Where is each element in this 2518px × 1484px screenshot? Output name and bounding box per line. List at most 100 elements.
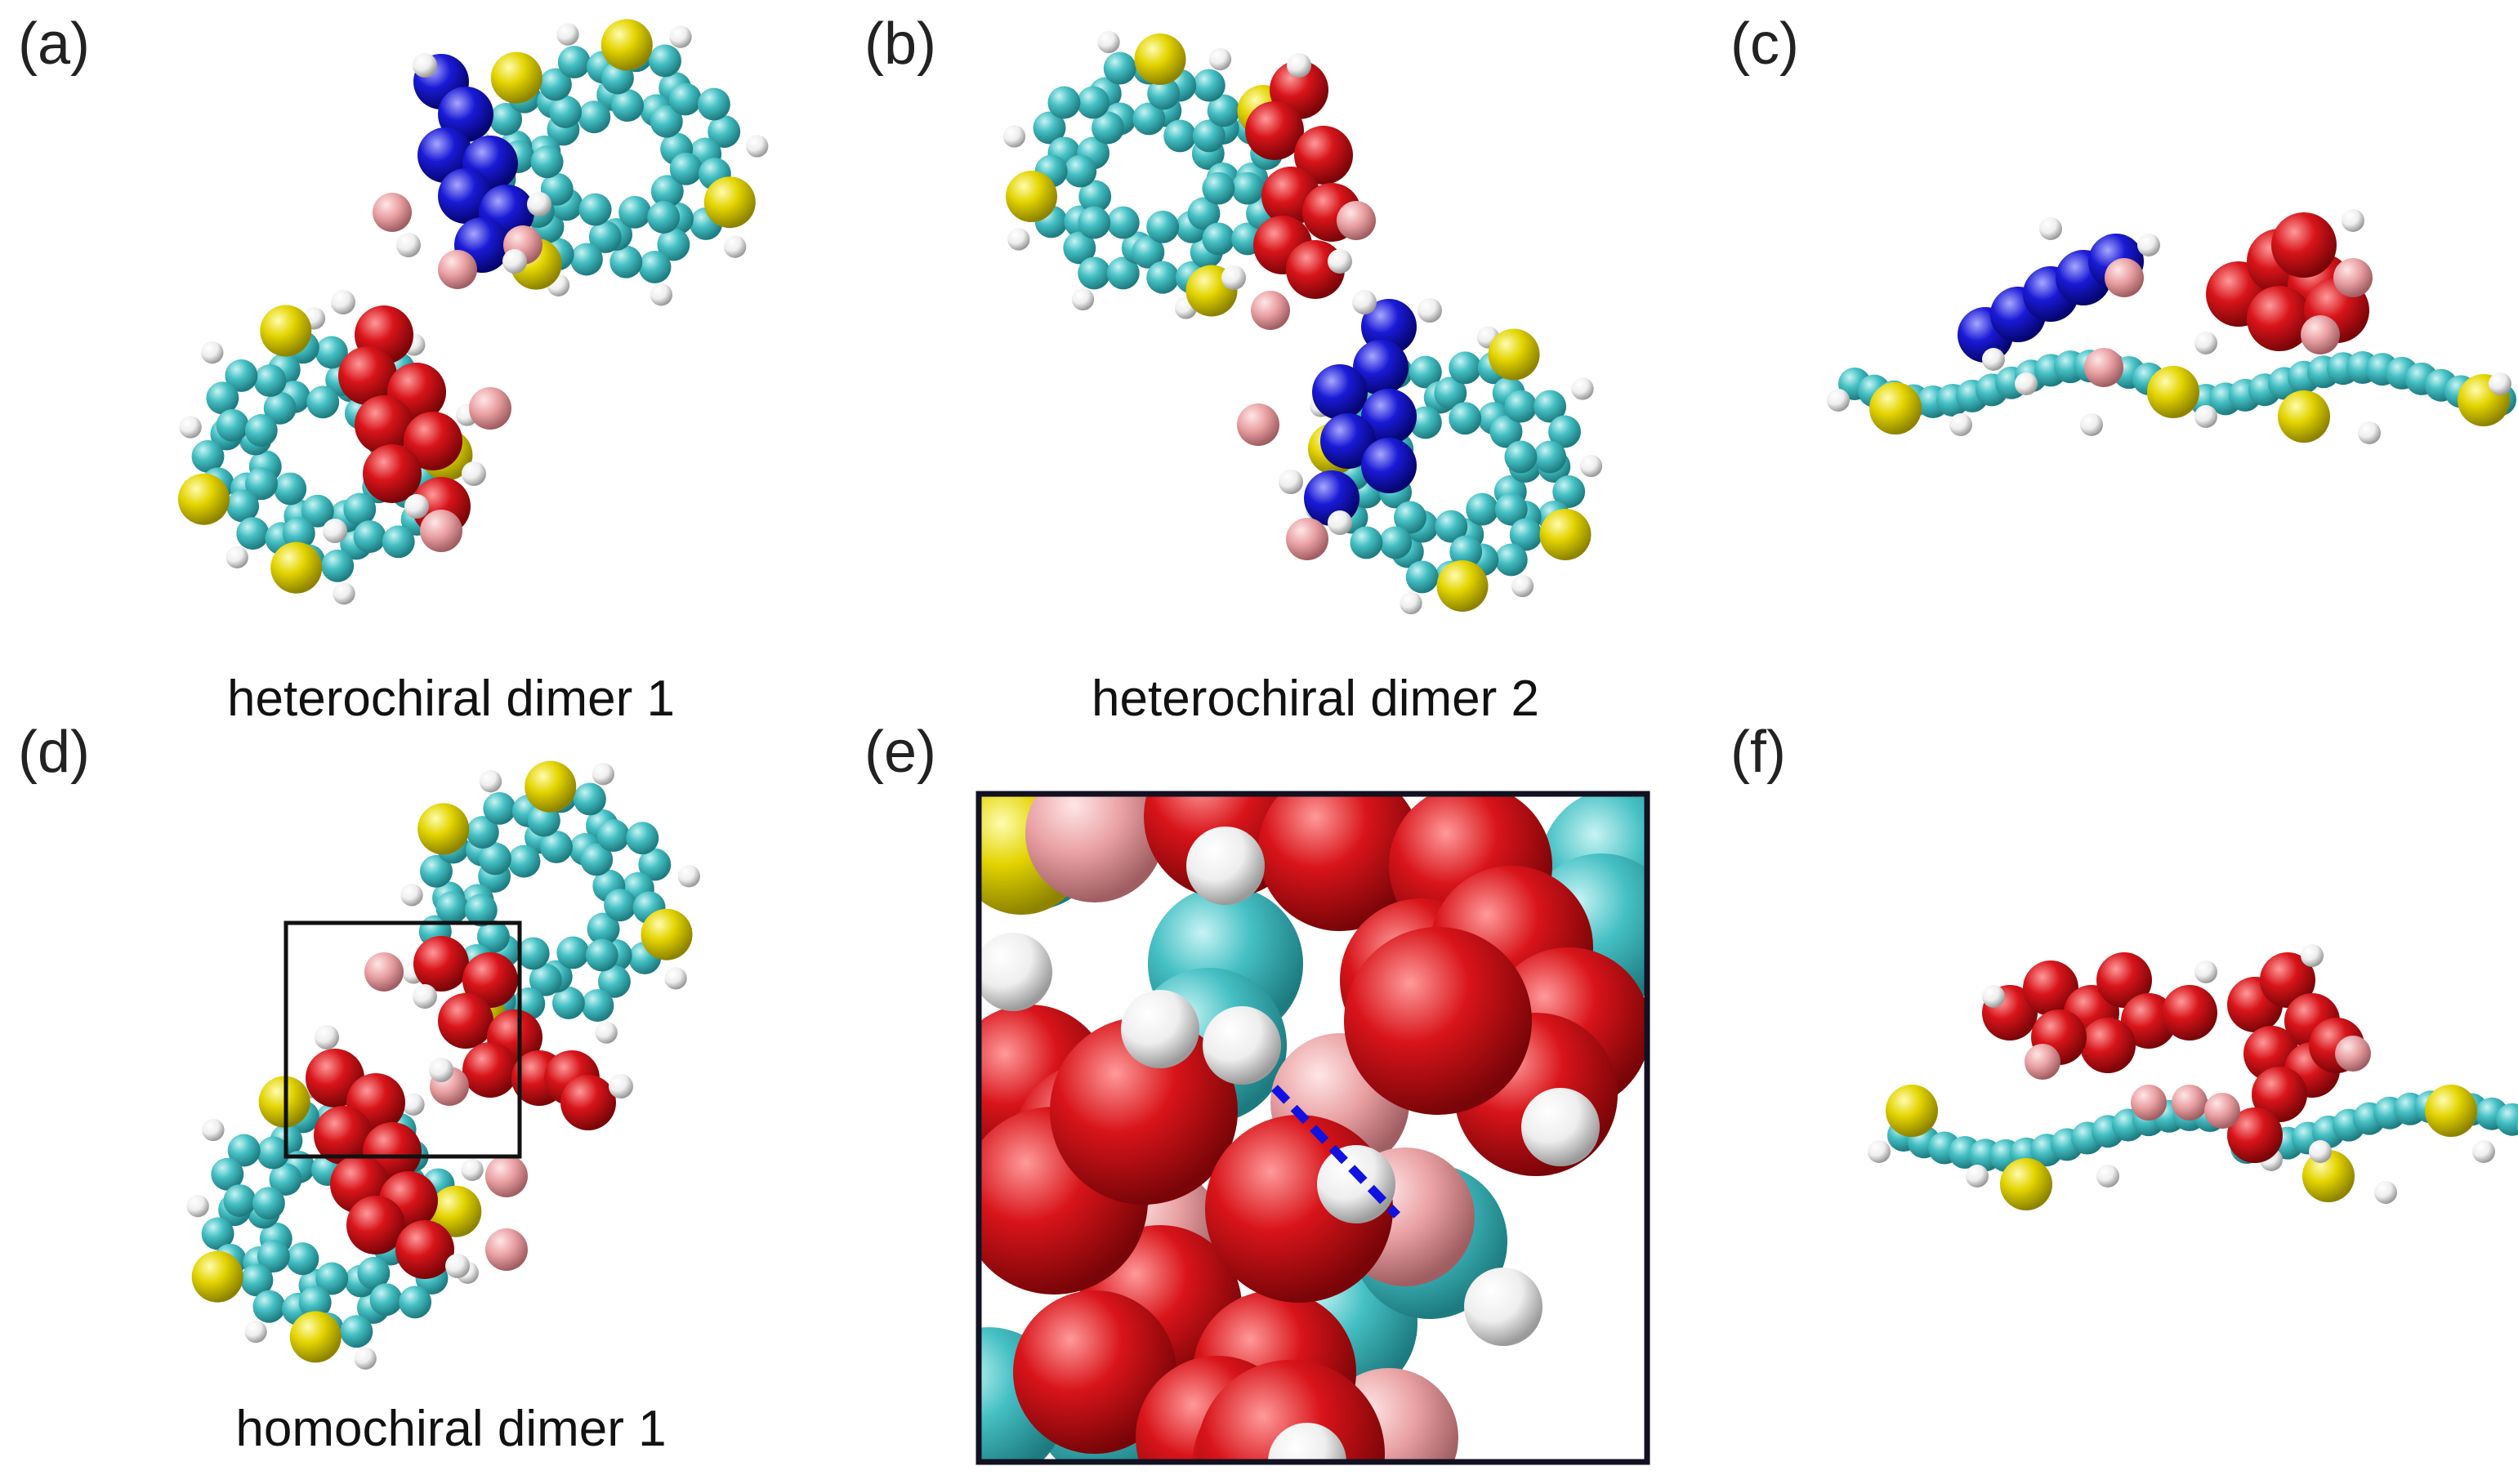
carbon-atom — [1207, 94, 1240, 127]
carbon-atom — [1077, 86, 1110, 119]
sulfur-atom — [525, 760, 577, 813]
panel-f-molecule — [1868, 944, 2518, 1210]
oxygen-atom — [2023, 960, 2078, 1016]
carbon-atom — [578, 100, 611, 134]
panel-label-b: (b) — [864, 11, 936, 77]
hydrogen-atom — [1982, 985, 2005, 1008]
oxygen-atom — [2252, 1067, 2307, 1122]
sulfur-atom — [270, 541, 323, 594]
carbon-atom — [369, 1283, 403, 1317]
pink-atom — [485, 1155, 528, 1197]
carbon-atom — [1106, 206, 1140, 239]
carbon-atom — [527, 804, 560, 837]
nitrogen-atom — [1320, 413, 1376, 469]
hydrogen-atom — [402, 1093, 425, 1116]
hydrogen-atom — [1328, 510, 1352, 535]
hydrogen-atom — [462, 461, 486, 486]
pink-atom — [420, 510, 462, 552]
carbon-atom — [1202, 222, 1235, 256]
pink-atom — [1251, 291, 1290, 330]
hydrogen-atom — [429, 1058, 453, 1082]
carbon-atom — [626, 822, 659, 855]
hydrogen-atom — [1400, 591, 1422, 615]
carbon-atom — [1147, 77, 1181, 110]
hydrogen-atom — [2194, 960, 2217, 983]
sulfur-atom — [1134, 33, 1186, 85]
oxygen-atom — [363, 444, 422, 503]
carbon-atom — [240, 1263, 274, 1297]
hydrogen-atom — [650, 283, 673, 306]
oxygen-atom — [1050, 1017, 1238, 1205]
carbon-atom — [638, 250, 672, 283]
carbon-atom — [1394, 501, 1426, 534]
sulfur-atom — [703, 176, 756, 229]
hydrogen-atom — [664, 967, 687, 990]
sulfur-atom — [1886, 1085, 1938, 1137]
pink-atom — [2084, 348, 2123, 387]
oxygen-atom — [560, 1075, 616, 1130]
hydrogen-atom — [1328, 249, 1352, 274]
carbon-atom — [286, 1242, 319, 1276]
hydrogen-atom — [724, 235, 747, 258]
carbon-atom — [1192, 69, 1226, 102]
oxygen-atom — [1258, 794, 1422, 931]
panel-d-molecule — [186, 760, 700, 1370]
sulfur-atom — [1436, 560, 1489, 612]
hydrogen-atom — [315, 1025, 339, 1049]
hydrogen-atom — [244, 1320, 267, 1344]
carbon-atom — [420, 854, 453, 888]
carbon-atom — [1033, 111, 1066, 145]
hydrogen-atom — [179, 416, 202, 439]
hydrogen-atom — [1002, 125, 1026, 148]
hydrogen-bond-line — [1271, 1085, 1400, 1219]
hydrogen-atom — [2096, 1165, 2119, 1188]
nitrogen-atom — [1312, 364, 1368, 420]
carbon-atom — [1534, 440, 1567, 474]
hydrogen-atom — [1097, 30, 1120, 54]
carbon-atom — [668, 82, 702, 116]
caption-d: homochiral dimer 1 — [235, 1401, 666, 1457]
hydrogen-atom — [2039, 217, 2062, 240]
hydrogen-atom — [225, 546, 248, 568]
hydrogen-atom — [1221, 265, 1246, 290]
hydrogen-atom — [354, 1347, 377, 1370]
panel-label-a: (a) — [18, 11, 90, 77]
carbon-atom — [1106, 256, 1140, 290]
nitrogen-atom — [1361, 389, 1417, 444]
carbon-atom — [530, 145, 564, 179]
carbon-atom — [399, 1286, 432, 1319]
hydrogen-atom — [1007, 228, 1030, 251]
panel-label-d: (d) — [18, 720, 90, 785]
carbon-atom — [587, 912, 620, 946]
zoom-panel-frame — [976, 791, 1650, 1465]
carbon-atom — [476, 920, 510, 953]
carbon-atom — [669, 152, 703, 185]
hydrogen-atom — [2309, 1140, 2332, 1163]
carbon-atom — [1409, 406, 1442, 439]
carbon-atom — [382, 525, 415, 559]
carbon-atom — [1132, 235, 1165, 269]
carbon-atom — [650, 105, 683, 138]
carbon-atom — [1092, 111, 1124, 145]
carbon-atom — [315, 336, 348, 369]
hydrogen-atom — [527, 192, 551, 216]
hydrogen-atom — [1279, 470, 1303, 494]
pink-atom — [2131, 1085, 2167, 1121]
oxygen-atom — [2096, 952, 2152, 1008]
oxygen-atom — [404, 412, 462, 470]
pink-atom — [1337, 201, 1376, 240]
carbon-atom — [2496, 1103, 2518, 1136]
panel-label-c: (c) — [1730, 11, 1799, 77]
hydrogen-atom — [2015, 372, 2038, 395]
hydrogen-atom — [1352, 290, 1377, 314]
hydrogen-atom — [400, 884, 423, 907]
carbon-atom — [478, 842, 511, 876]
carbon-atom — [649, 44, 681, 78]
carbon-atom — [1449, 351, 1482, 385]
hydrogen-atom — [1464, 1268, 1542, 1346]
hydrogen-atom — [556, 23, 579, 46]
carbon-atom — [588, 221, 622, 254]
carbon-atom — [618, 195, 652, 229]
oxygen-atom — [2080, 1018, 2136, 1073]
hydrogen-atom — [1287, 53, 1311, 78]
